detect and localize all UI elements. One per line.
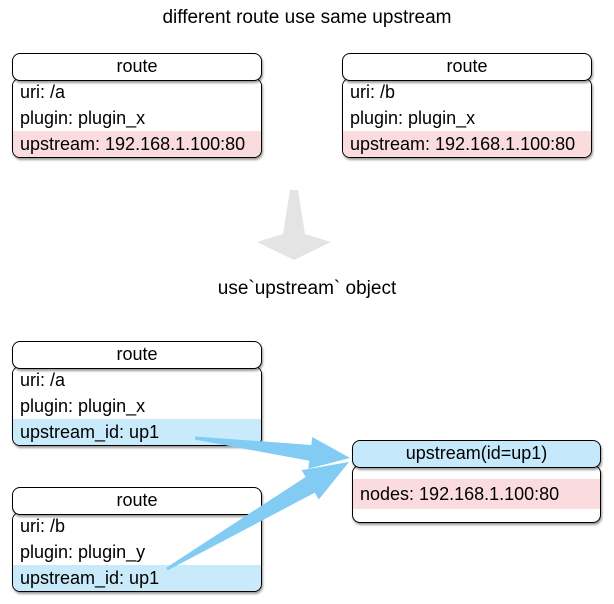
route-box-header: route (12, 341, 262, 369)
route-box-header: route (12, 487, 262, 515)
route-row-uri: uri: /b (343, 79, 591, 105)
down-arrow-icon (257, 190, 331, 260)
route-box-title: route (116, 344, 158, 364)
route-box-a-after: route uri: /a plugin: plugin_x upstream_… (12, 341, 262, 446)
upstream-box-body: nodes: 192.168.1.100:80 (352, 465, 601, 523)
route-box-a-before: route uri: /a plugin: plugin_x upstream:… (12, 53, 262, 158)
route-row-plugin: plugin: plugin_x (13, 105, 261, 131)
route-row-uri: uri: /b (13, 513, 261, 539)
route-row-upstream-id: upstream_id: up1 (13, 565, 261, 591)
route-box-body: uri: /b plugin: plugin_x upstream: 192.1… (342, 78, 592, 158)
route-row-plugin: plugin: plugin_y (13, 539, 261, 565)
diagram-subtitle: use`upstream` object (217, 278, 397, 299)
route-box-title: route (446, 56, 488, 76)
diagram-title: different route use same upstream (162, 7, 452, 28)
upstream-box: upstream(id=up1) nodes: 192.168.1.100:80 (352, 440, 601, 523)
route-box-title: route (116, 490, 158, 510)
upstream-row-nodes: nodes: 192.168.1.100:80 (353, 479, 600, 509)
route-box-body: uri: /b plugin: plugin_y upstream_id: up… (12, 512, 262, 592)
route-row-upstream: upstream: 192.168.1.100:80 (13, 131, 261, 157)
route-box-b-after: route uri: /b plugin: plugin_y upstream_… (12, 487, 262, 592)
route-box-body: uri: /a plugin: plugin_x upstream: 192.1… (12, 78, 262, 158)
route-box-title: route (116, 56, 158, 76)
route-row-plugin: plugin: plugin_x (343, 105, 591, 131)
route-row-uri: uri: /a (13, 367, 261, 393)
upstream-box-header: upstream(id=up1) (352, 440, 601, 468)
route-box-body: uri: /a plugin: plugin_x upstream_id: up… (12, 366, 262, 446)
route-row-upstream: upstream: 192.168.1.100:80 (343, 131, 591, 157)
route-box-header: route (12, 53, 262, 81)
route-row-uri: uri: /a (13, 79, 261, 105)
route-box-b-before: route uri: /b plugin: plugin_x upstream:… (342, 53, 592, 158)
route-row-plugin: plugin: plugin_x (13, 393, 261, 419)
route-row-upstream-id: upstream_id: up1 (13, 419, 261, 445)
upstream-box-title: upstream(id=up1) (405, 443, 548, 463)
route-box-header: route (342, 53, 592, 81)
